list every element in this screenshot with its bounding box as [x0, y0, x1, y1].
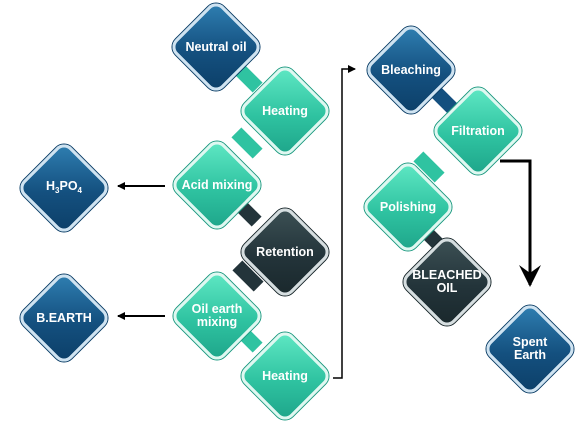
node-heating-2: Heating	[232, 323, 338, 429]
node-label: Filtration	[451, 123, 505, 138]
node-acid-mixing: Acid mixing	[164, 132, 270, 238]
node-retention: Retention	[232, 199, 338, 305]
node-neutral-oil: Neutral oil	[163, 0, 269, 100]
node-label: Spent Earth	[512, 335, 548, 362]
arrow-filtration-to-spent-earth	[500, 159, 541, 287]
node-label: Acid mixing	[181, 177, 253, 192]
node-h3po4: H3PO4	[11, 135, 117, 241]
node-heating-1: Heating	[232, 58, 338, 164]
node-label: Retention	[256, 244, 314, 259]
node-oil-earth-mixing: Oil earth mixing	[164, 263, 270, 369]
node-label: BLEACHED OIL	[412, 268, 482, 295]
node-label: Oil earth mixing	[191, 302, 243, 329]
node-label: B.EARTH	[36, 310, 92, 325]
node-b-earth: B.EARTH	[11, 265, 117, 371]
node-label: Heating	[262, 368, 308, 383]
node-filtration: Filtration	[425, 78, 531, 184]
node-label: Heating	[262, 103, 308, 118]
node-label: H3PO4	[46, 178, 82, 195]
node-label: Neutral oil	[185, 39, 247, 54]
arrow-heating-to-bleaching	[333, 65, 356, 379]
node-bleaching: Bleaching	[358, 17, 464, 123]
node-polishing: Polishing	[355, 154, 461, 260]
node-spent-earth: Spent Earth	[477, 296, 583, 402]
node-label: Polishing	[379, 199, 437, 214]
node-bleached-oil: BLEACHED OIL	[394, 229, 500, 335]
node-label: Bleaching	[381, 62, 441, 77]
